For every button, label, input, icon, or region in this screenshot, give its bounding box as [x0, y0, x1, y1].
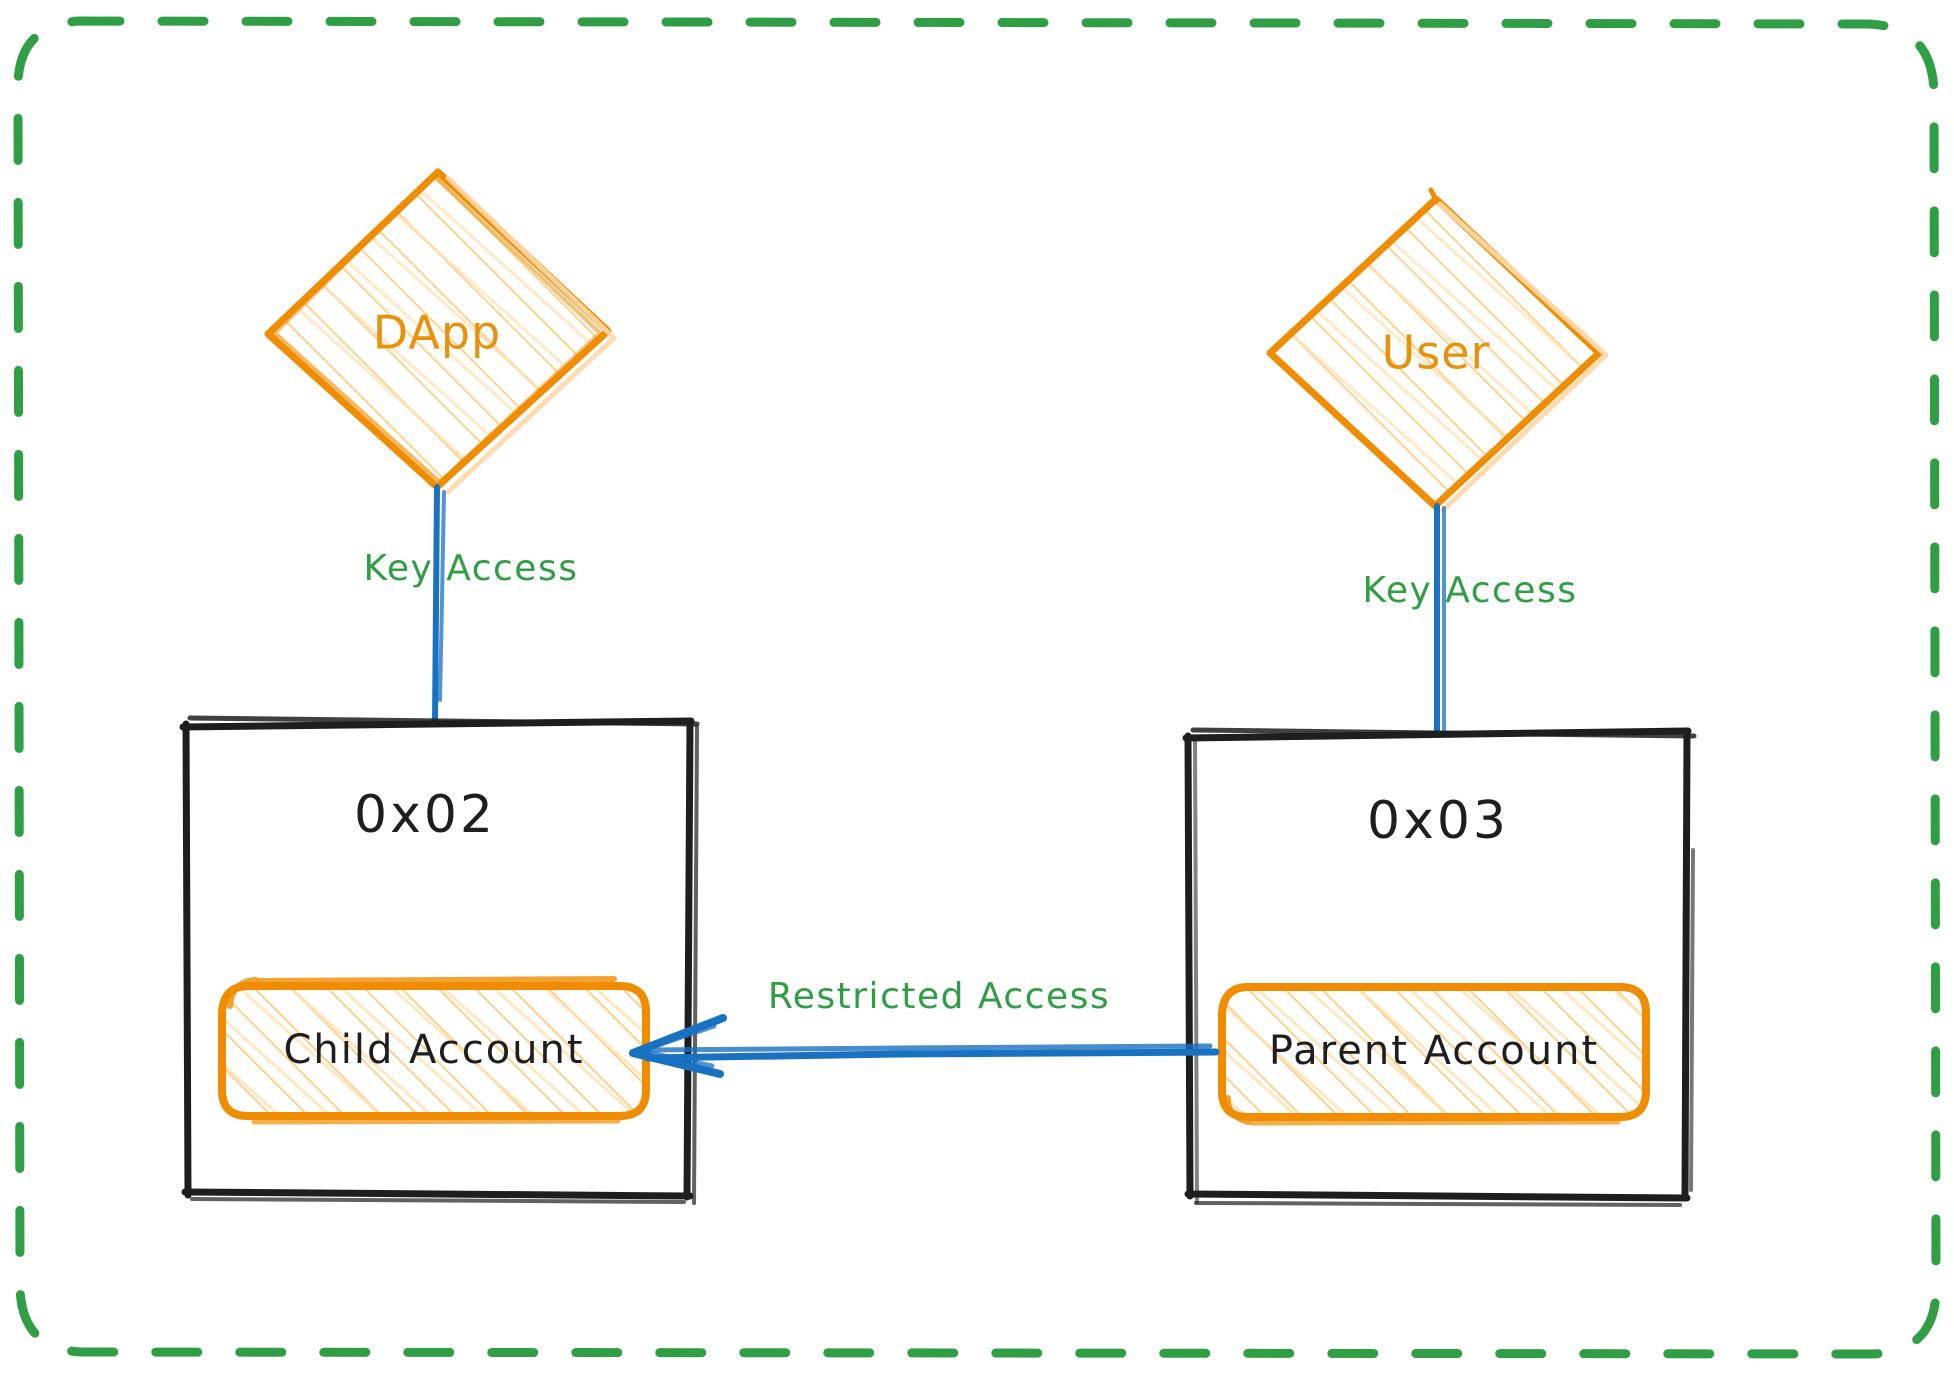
- edge-label-key-access-right: Key Access: [1363, 570, 1578, 611]
- user-label: User: [1382, 326, 1491, 380]
- edge-label-key-access-left: Key Access: [364, 548, 579, 589]
- node-parent-box[interactable]: 0x03: [1182, 727, 1697, 1207]
- edge-label-restricted-access: Restricted Access: [768, 976, 1110, 1017]
- child-box-title: 0x02: [354, 785, 496, 845]
- child-account-fill-2: [222, 988, 646, 1114]
- node-dapp[interactable]: DApp: [264, 168, 617, 495]
- node-child-box[interactable]: 0x02: [179, 715, 700, 1205]
- child-account-label: Child Account: [283, 1027, 584, 1073]
- parent-account-label: Parent Account: [1269, 1028, 1599, 1074]
- edge-user-to-parent[interactable]: Key Access: [1363, 503, 1578, 747]
- node-child-account[interactable]: Child Account: [218, 976, 650, 1125]
- dapp-label: DApp: [373, 306, 501, 360]
- dashed-boundary: [13, 16, 1941, 1359]
- node-parent-account[interactable]: Parent Account: [1218, 983, 1650, 1126]
- node-user[interactable]: User: [1266, 187, 1609, 513]
- parent-box-title: 0x03: [1367, 791, 1509, 851]
- edge-dapp-to-child[interactable]: Key Access: [364, 484, 579, 727]
- edge-parent-to-child[interactable]: Restricted Access: [629, 976, 1220, 1078]
- parent-account-fill-2: [1222, 989, 1646, 1115]
